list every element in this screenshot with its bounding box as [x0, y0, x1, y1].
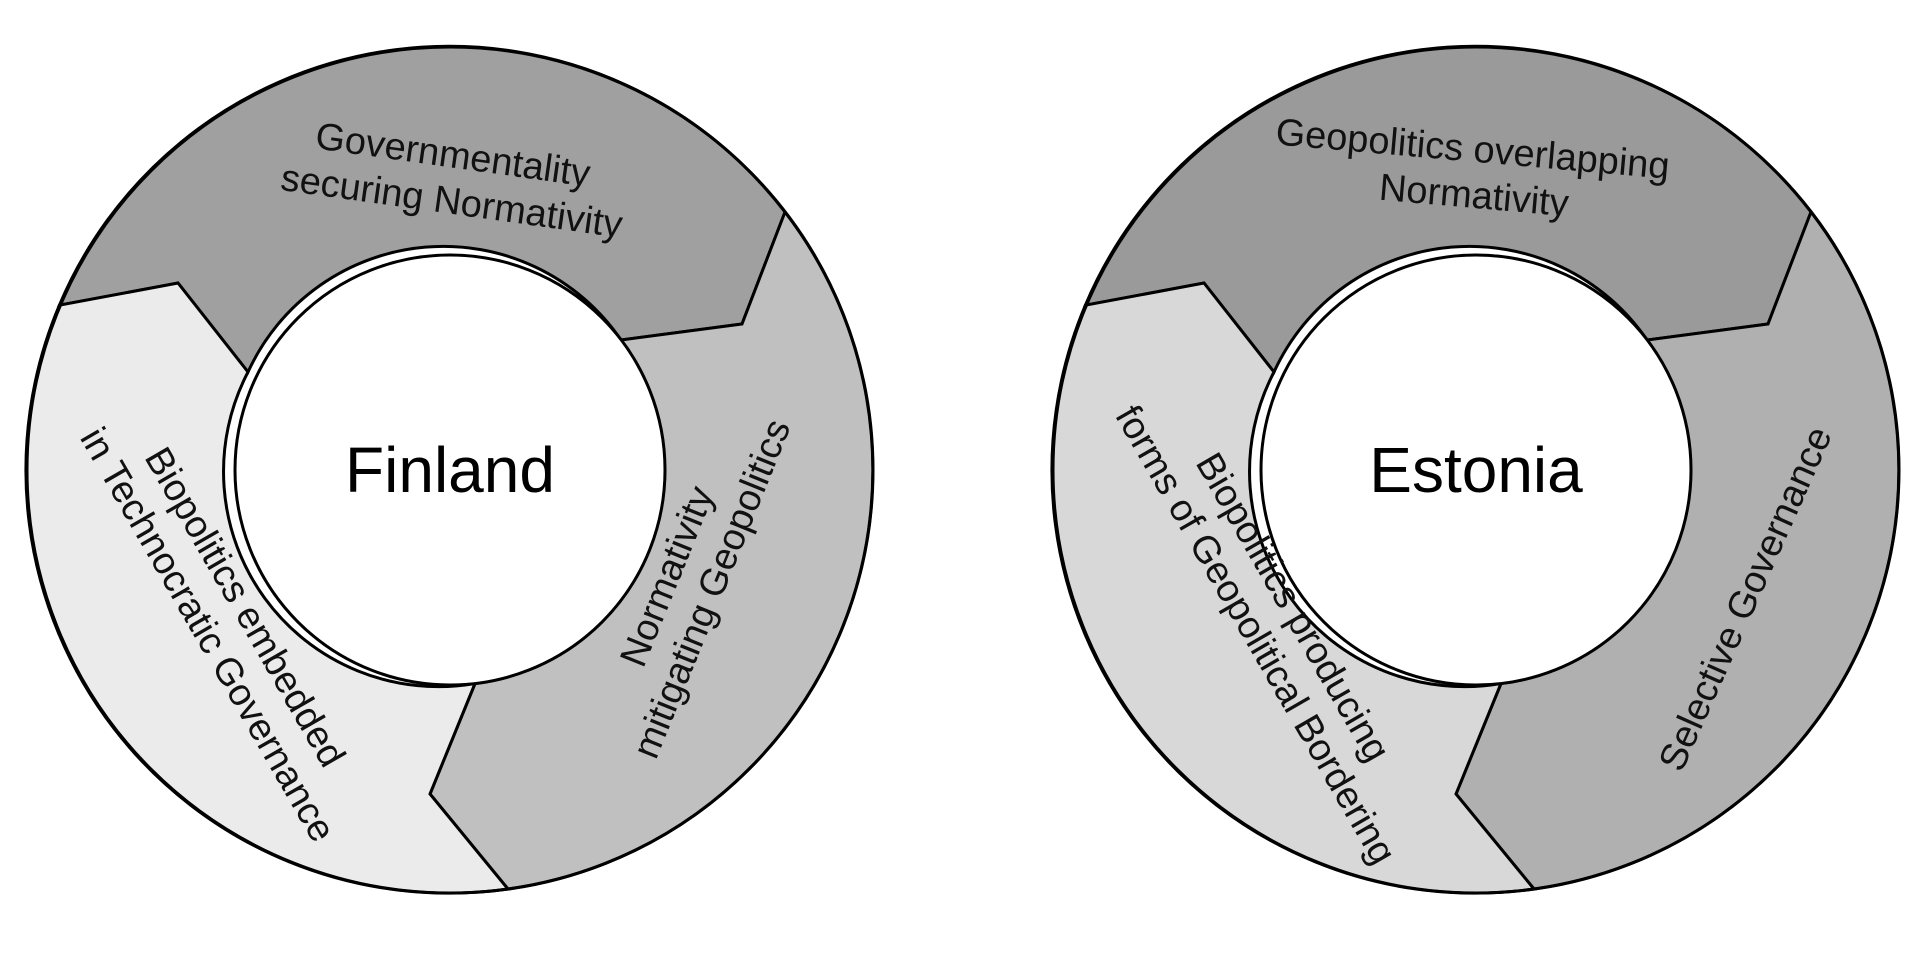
center-circle — [1259, 253, 1693, 687]
estonia-cycle: Estonia Geopolitics overlapping Normativ… — [1050, 44, 1901, 895]
center-label: Finland — [345, 434, 555, 506]
outer-ring — [25, 45, 875, 895]
finland-cycle: Finland Governmentality securing Normati… — [24, 44, 875, 895]
outer-ring — [1051, 45, 1901, 895]
center-label: Estonia — [1369, 434, 1583, 506]
center-circle — [233, 253, 667, 687]
